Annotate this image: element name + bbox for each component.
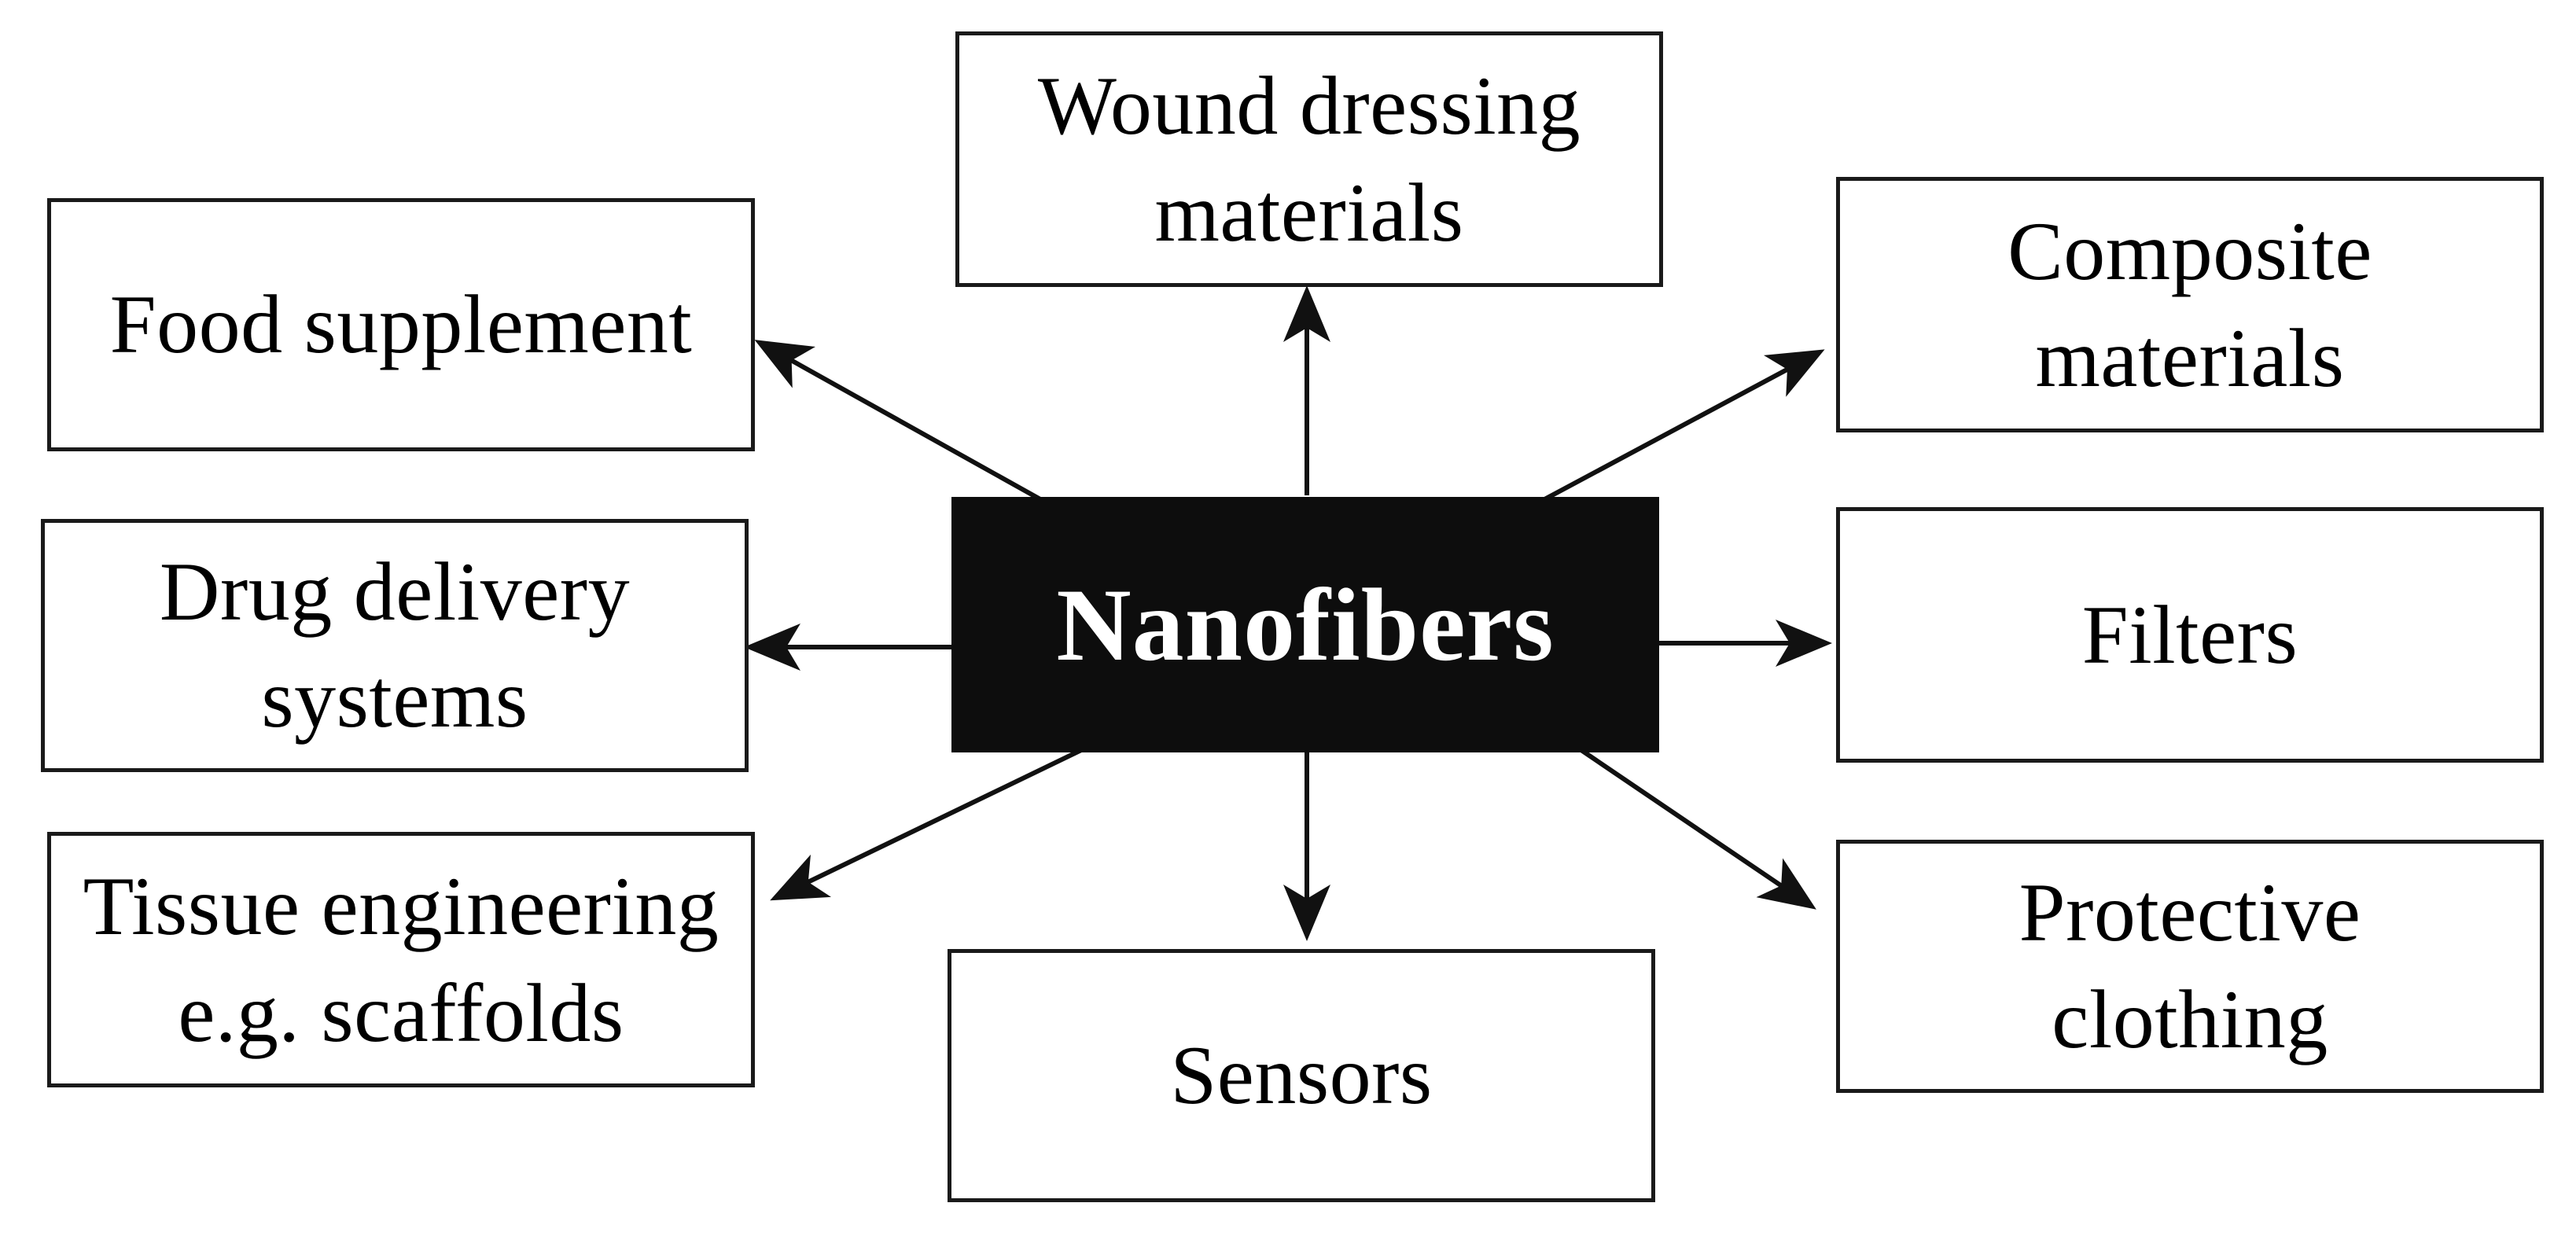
node-protective-clothing: Protective clothing xyxy=(1836,840,2544,1093)
center-node-nanofibers: Nanofibers xyxy=(951,497,1659,752)
node-drug-delivery-label: Drug delivery systems xyxy=(159,546,631,745)
node-protective-clothing-label: Protective clothing xyxy=(2018,866,2361,1065)
arrow-to-composite xyxy=(1536,349,1825,506)
center-node-label: Nanofibers xyxy=(1056,567,1555,682)
node-composite: Composite materials xyxy=(1836,177,2544,432)
node-food-supplement-label: Food supplement xyxy=(109,278,693,371)
node-filters: Filters xyxy=(1836,507,2544,763)
node-sensors: Sensors xyxy=(948,949,1655,1202)
arrow-to-protective-clothing xyxy=(1546,725,1816,910)
node-wound-dressing: Wound dressing materials xyxy=(955,31,1663,287)
node-tissue-engineering-label: Tissue engineering e.g. scaffolds xyxy=(83,859,719,1059)
node-tissue-engineering: Tissue engineering e.g. scaffolds xyxy=(47,832,755,1087)
node-composite-label: Composite materials xyxy=(2007,204,2372,404)
node-filters-label: Filters xyxy=(2081,588,2298,681)
node-sensors-label: Sensors xyxy=(1170,1029,1433,1122)
node-food-supplement: Food supplement xyxy=(47,198,755,451)
node-drug-delivery: Drug delivery systems xyxy=(41,519,749,772)
node-wound-dressing-label: Wound dressing materials xyxy=(1037,59,1581,259)
arrow-to-tissue-engineering xyxy=(770,738,1102,901)
